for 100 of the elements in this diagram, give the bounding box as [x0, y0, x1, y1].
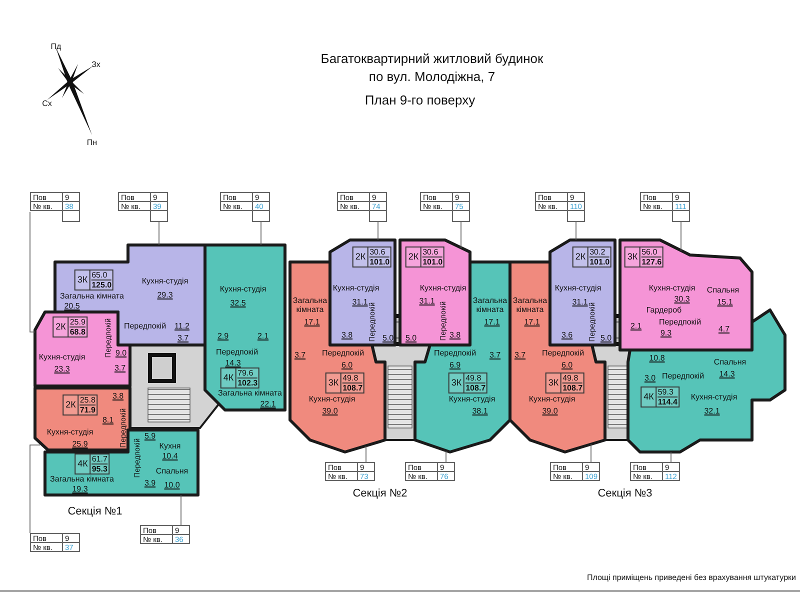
total-area: 68.8	[70, 326, 86, 336]
total-area: 108.7	[562, 382, 583, 392]
room-name: Кухня-студія	[648, 284, 696, 292]
room-name: Загальна кімната	[292, 296, 328, 314]
room-name: Передпокій	[434, 348, 476, 358]
room-area: 17.1	[304, 318, 320, 326]
room-area: 3.7	[114, 364, 126, 372]
room-area: 32.5	[230, 298, 246, 308]
room-area: 39.0	[322, 406, 338, 416]
room-area: 6.0	[561, 360, 573, 370]
room-name: Кухня-студія	[528, 394, 576, 404]
room-area: 17.1	[524, 318, 540, 326]
room-area: 30.3	[674, 294, 690, 304]
room-area: 3.7	[489, 350, 501, 360]
room-name: Передпокій	[322, 348, 364, 358]
room-area: 9.3	[660, 328, 672, 338]
room-name: Кухня-студія	[308, 394, 356, 404]
room-count: 3К	[450, 378, 463, 388]
compass-label: Сх	[42, 99, 52, 109]
room-area: 9.0	[115, 348, 127, 358]
room-count: 3К	[327, 378, 340, 388]
leader-line	[460, 222, 462, 248]
total-area: 71.9	[80, 404, 96, 414]
room-count: 3К	[76, 276, 89, 284]
room-area: 3.7	[294, 350, 306, 360]
living-area: 61.7	[92, 454, 108, 464]
leader-line	[180, 494, 182, 526]
room-name: Загальна кімната	[472, 296, 508, 314]
room-area: 31.1	[419, 296, 435, 306]
room-count: 2К	[64, 400, 77, 410]
room-area: 31.1	[572, 298, 588, 306]
subtitle: План 9-го поверху	[364, 92, 476, 108]
room-area: 3.8	[341, 330, 353, 340]
room-area: 8.1	[102, 416, 114, 424]
living-area: 56.0	[642, 248, 662, 256]
room-area: 39.0	[542, 406, 558, 416]
room-count: 4К	[642, 392, 655, 402]
total-area: 101.0	[422, 256, 443, 266]
room-area: 3.8	[449, 330, 461, 340]
living-area: 59.3	[658, 388, 678, 396]
room-name: Спальня	[714, 358, 746, 366]
room-area: 3.7	[514, 350, 526, 360]
room-name: Загальна кімната	[50, 474, 114, 484]
leader-line	[590, 444, 592, 462]
room-area: 20.5	[64, 302, 80, 310]
living-area: 30.2	[590, 248, 610, 256]
living-area: 25.9	[70, 318, 86, 326]
living-area: 79.6	[238, 368, 258, 378]
room-name: Спальня	[156, 466, 188, 476]
living-area: 49.8	[562, 374, 583, 382]
room-area: 3.7	[177, 334, 189, 342]
room-count: 3К	[547, 378, 560, 388]
room-name: Передпокій	[124, 322, 166, 330]
footnote: Площі приміщень приведені без врахування штукатурки	[586, 573, 796, 583]
room-area: 3.0	[644, 374, 656, 382]
total-area: 95.3	[92, 464, 108, 474]
room-area: 3.9	[144, 478, 156, 488]
section-label: Секція №1	[68, 506, 122, 518]
room-area: 10.0	[164, 480, 180, 490]
compass-label: Пн	[86, 138, 98, 148]
room-name: Кухня-студія	[46, 428, 94, 436]
room-count: 4К	[222, 374, 235, 382]
section-label: Секція №2	[352, 488, 408, 500]
room-area: 5.0	[382, 334, 394, 342]
room-area: 29.3	[157, 290, 173, 300]
room-area: 19.3	[72, 484, 88, 494]
room-name: Передпокій	[662, 372, 704, 380]
total-area: 127.6	[642, 256, 662, 266]
room-count: 2К	[354, 252, 367, 262]
room-area: 14.3	[719, 370, 735, 378]
room-area: 2.9	[217, 332, 229, 340]
room-area: 3.8	[112, 392, 124, 400]
room-area: 10.8	[649, 354, 665, 362]
room-name: Кухня-студія	[142, 276, 188, 286]
room-area: 15.1	[717, 298, 733, 306]
compass-label: Зх	[92, 60, 100, 70]
room-area: 6.9	[449, 360, 461, 370]
room-area: 25.9	[72, 440, 88, 448]
leader-line	[680, 222, 682, 252]
section-label: Секція №3	[598, 488, 652, 500]
room-count: 4К	[76, 460, 89, 468]
total-area: 125.0	[92, 280, 112, 290]
room-count: 2К	[574, 252, 587, 262]
living-area: 49.8	[466, 374, 486, 382]
living-area: 49.8	[342, 374, 363, 382]
room-area: 4.7	[718, 324, 730, 334]
living-area: 65.0	[92, 270, 112, 280]
room-area: 10.4	[162, 452, 178, 460]
title: Багатоквартирний житловий будинок по вул. Молодіжна, 7	[320, 50, 544, 86]
leader-line	[260, 222, 262, 246]
room-area: 2.1	[630, 322, 642, 330]
room-name: Кухня-студія	[554, 284, 602, 292]
total-area: 114.4	[658, 396, 678, 406]
living-area: 25.8	[80, 396, 96, 404]
total-area: 108.7	[466, 382, 486, 392]
room-name: Кухня-студія	[220, 284, 266, 294]
room-area: 22.1	[260, 400, 276, 408]
room-area: 23.3	[54, 364, 70, 374]
leader-line	[670, 452, 672, 462]
room-name: Кухня	[159, 442, 181, 450]
